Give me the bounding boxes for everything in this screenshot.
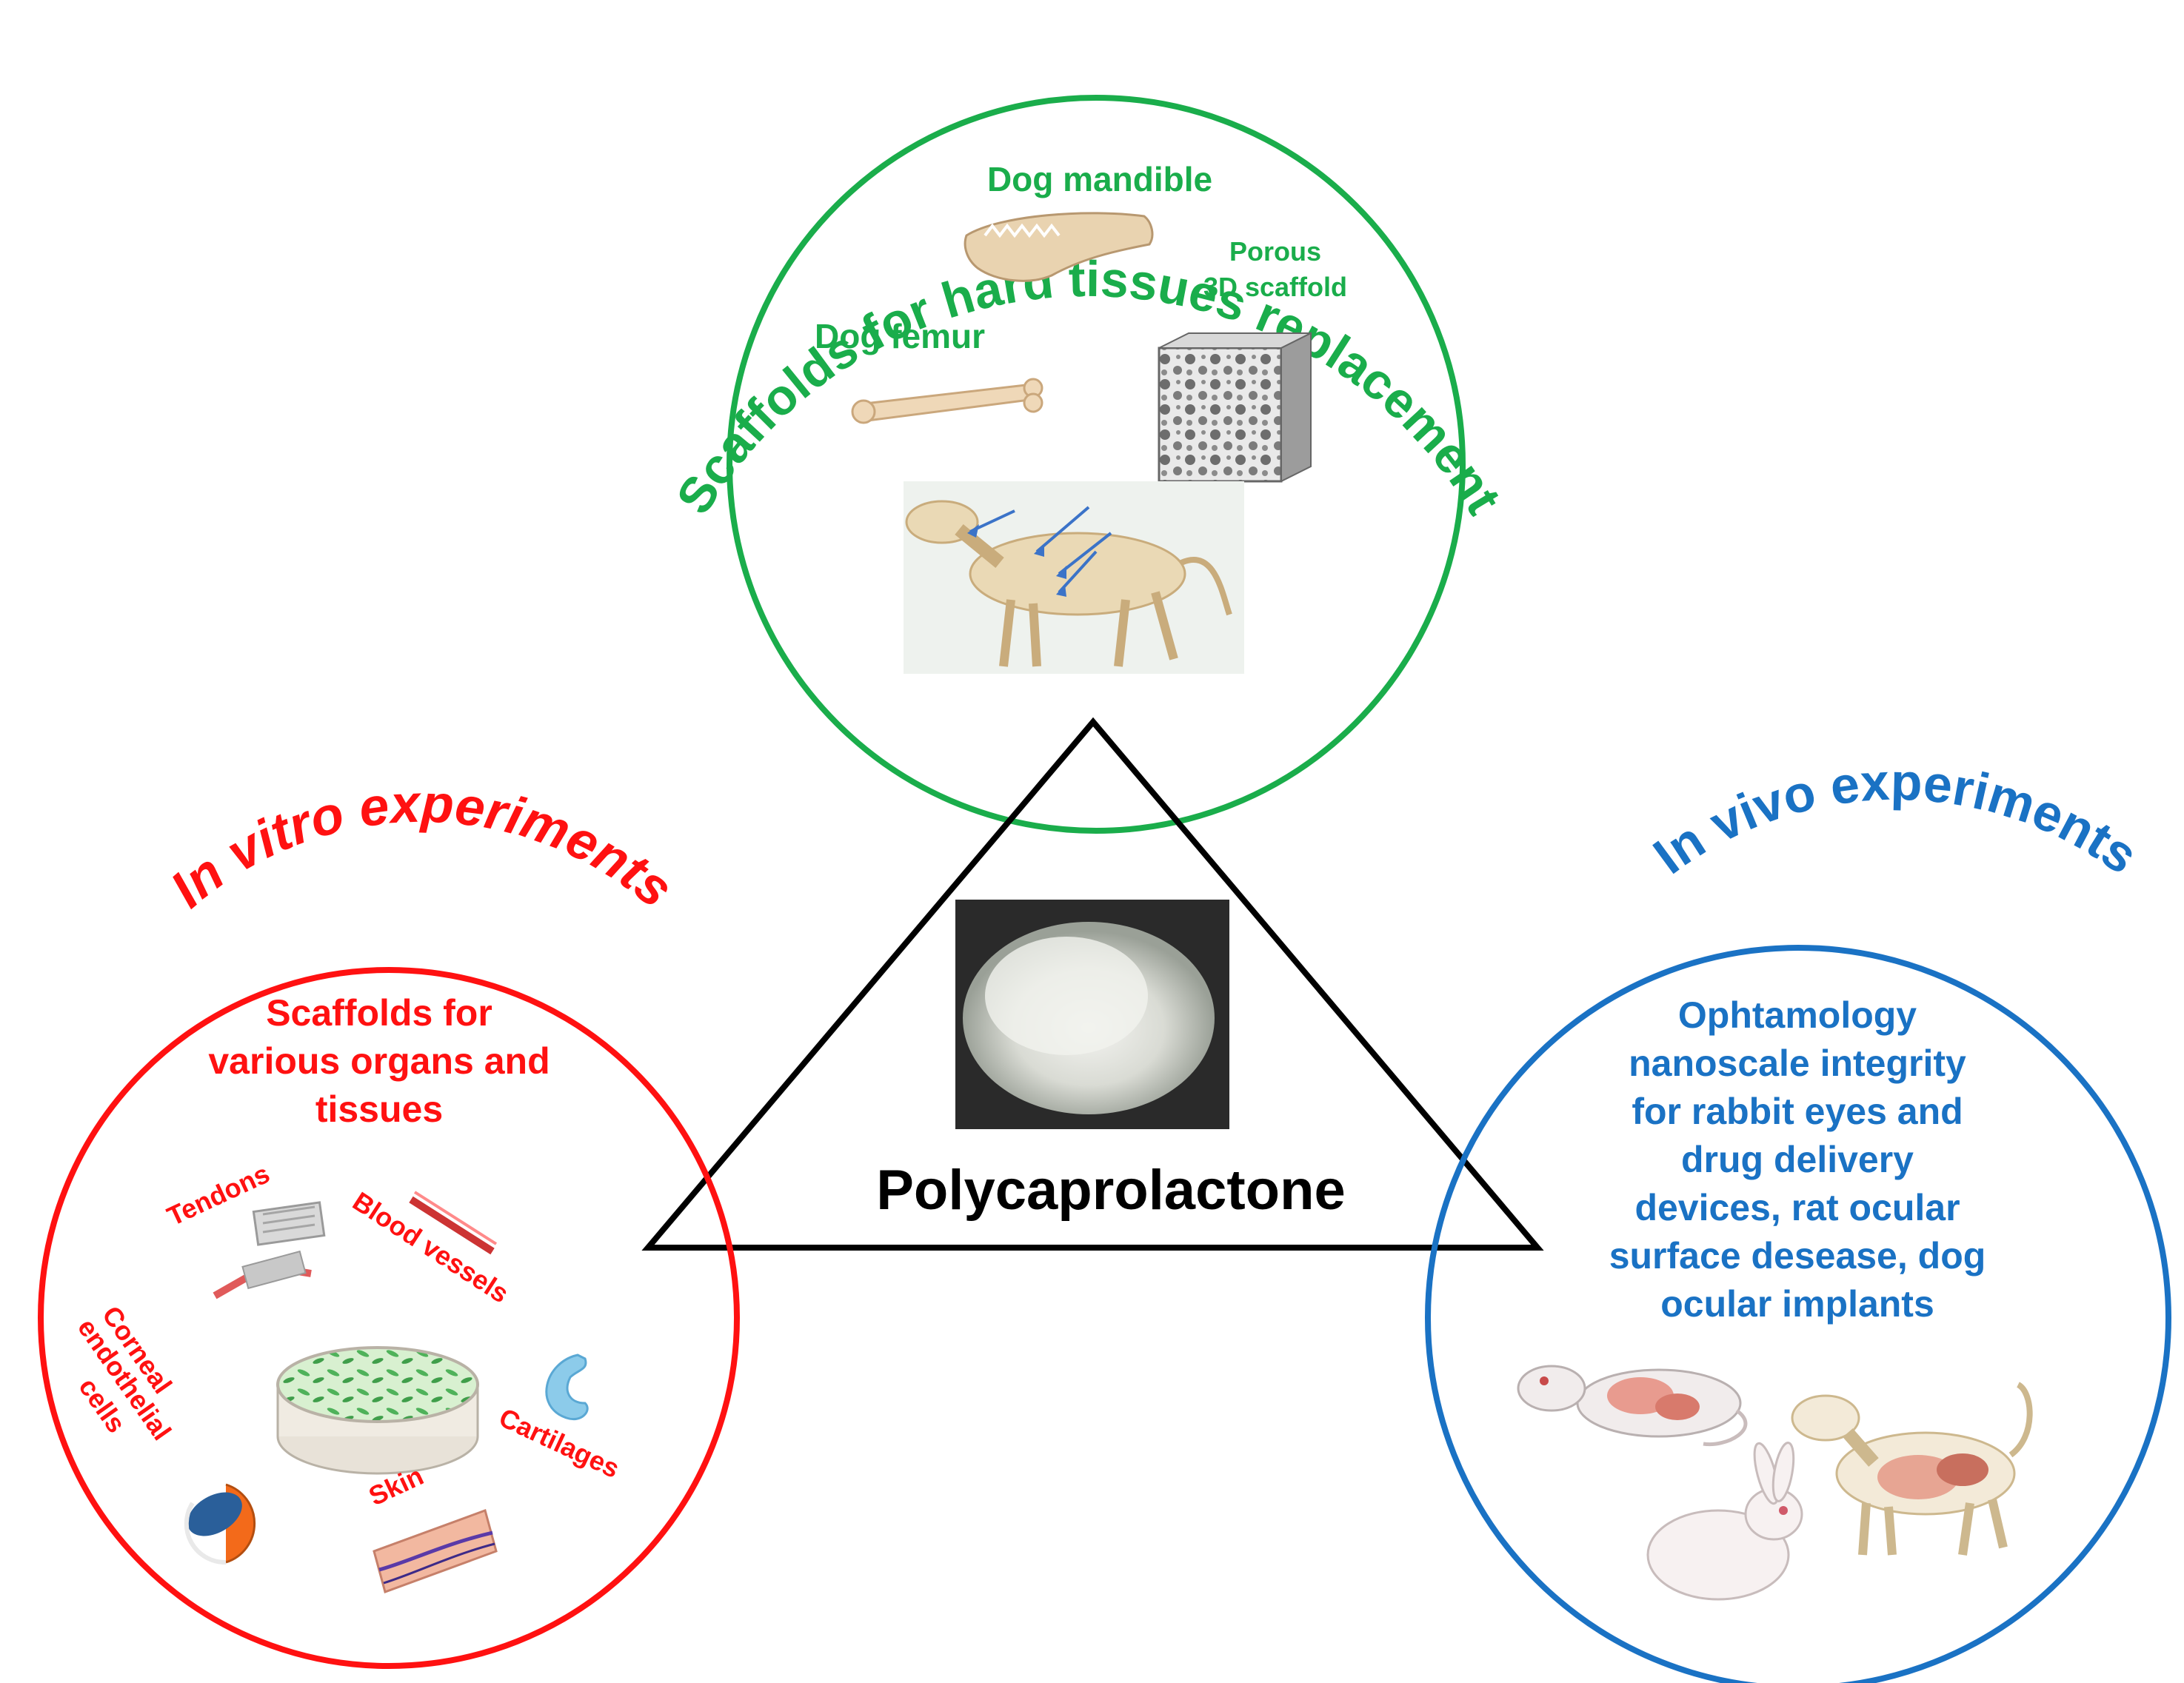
in-vivo-group: In vivo experiments Ophtamology nanoscal…: [1425, 753, 2171, 1683]
center-title: Polycaprolactone: [876, 1159, 1346, 1222]
skin-image: [373, 1509, 498, 1593]
rabbit-image: [1646, 1442, 1803, 1601]
tendons-image: [213, 1201, 326, 1299]
rat-image: [1517, 1365, 1748, 1447]
in-vivo-subtitle-line-4: drug delivery: [1681, 1139, 1914, 1180]
dog-anatomy-image: [1791, 1382, 2033, 1556]
porous-scaffold-label-1: Porous: [1229, 236, 1321, 267]
blood-vessels-image: [409, 1191, 498, 1255]
dog-femur-label: Dog femur: [815, 317, 985, 355]
petri-dish-image: [276, 1346, 479, 1475]
in-vivo-subtitle-line-7: ocular implants: [1660, 1283, 1934, 1325]
in-vitro-subtitle-line-3: tissues: [315, 1088, 443, 1130]
dog-skeleton-image: [904, 481, 1244, 674]
center-group: Polycaprolactone: [641, 717, 1544, 1251]
porous-3d-scaffold-image: [1158, 332, 1312, 483]
in-vivo-subtitle-line-5: devices, rat ocular: [1634, 1187, 1960, 1228]
in-vitro-arc-title: In vitro experiments: [160, 774, 684, 919]
in-vivo-subtitle-line-1: Ophtamology: [1678, 994, 1917, 1036]
in-vitro-circle: [38, 967, 740, 1669]
in-vitro-group: In vitro experiments Scaffolds for vario…: [38, 774, 740, 1669]
dog-mandible-image: [964, 212, 1154, 282]
in-vivo-arc-title: In vivo experiments: [1643, 753, 2148, 885]
in-vivo-subtitle-line-6: surface desease, dog: [1609, 1235, 1986, 1277]
hard-tissues-circle: [727, 95, 1466, 834]
in-vivo-subtitle-line-3: for rabbit eyes and: [1632, 1091, 1963, 1132]
center-triangle: [641, 717, 1544, 1251]
dog-femur-image: [851, 378, 1043, 424]
dog-mandible-label: Dog mandible: [987, 160, 1212, 198]
porous-scaffold-label-2: 3D scaffold: [1203, 272, 1347, 302]
pcl-granules-photo: [955, 900, 1229, 1129]
cartilage-image: [545, 1354, 589, 1421]
in-vitro-subtitle-line-1: Scaffolds for: [266, 992, 492, 1034]
in-vivo-circle: [1425, 945, 2171, 1683]
hard-tissues-group: Scaffolds for hard tissues replacement D…: [666, 95, 1512, 834]
in-vivo-subtitle-line-2: nanoscale integrity: [1629, 1043, 1966, 1084]
in-vitro-subtitle-line-2: various organs and: [208, 1040, 550, 1082]
corneal-eye-image: [184, 1483, 256, 1565]
